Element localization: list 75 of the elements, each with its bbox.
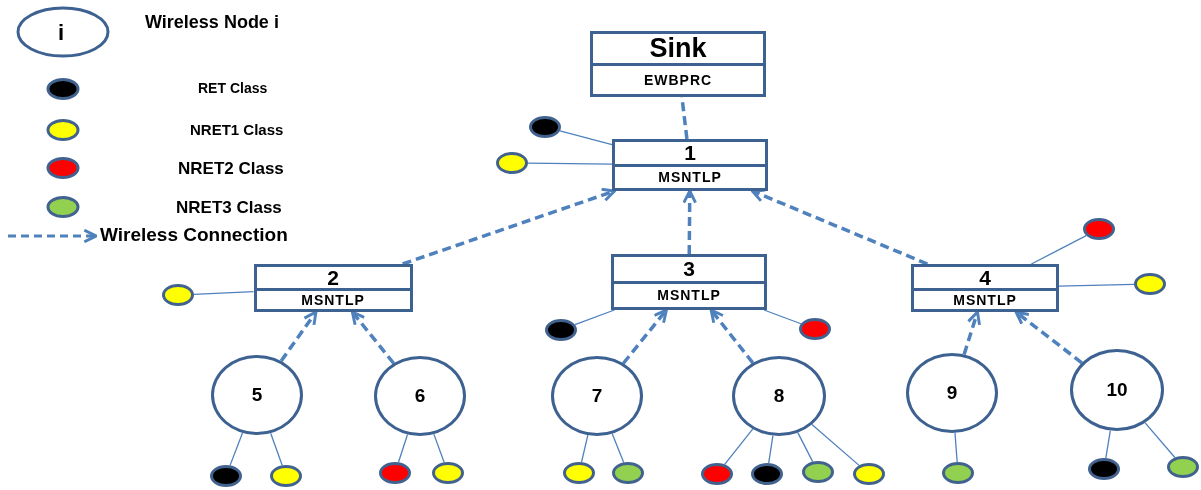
- link-line: [1144, 422, 1176, 459]
- link-line: [611, 433, 625, 464]
- wireless-node-circle: 6: [374, 356, 466, 436]
- link-line: [811, 423, 860, 467]
- node-box: [611, 254, 767, 310]
- wireless-node-circle: 5: [211, 355, 303, 435]
- legend-label: NRET2 Class: [178, 159, 284, 179]
- link-line: [724, 428, 754, 465]
- link-line: [1105, 429, 1111, 459]
- wireless-connection-arrow: [279, 310, 318, 362]
- class-dot: [529, 116, 561, 138]
- link-line: [797, 432, 814, 463]
- protocol-label: MSNTLP: [300, 291, 366, 309]
- legend-label: NRET3 Class: [176, 198, 282, 218]
- class-dot: [802, 461, 834, 483]
- wireless-node-circle: 7: [551, 356, 643, 436]
- node-box: [911, 264, 1059, 312]
- class-dot: [942, 462, 974, 484]
- class-dot: [496, 152, 528, 174]
- link-line: [270, 432, 283, 466]
- link-line: [574, 309, 615, 326]
- link-line: [1030, 234, 1087, 265]
- class-dot: [612, 462, 644, 484]
- class-dot: [270, 465, 302, 487]
- link-line: [193, 290, 255, 295]
- protocol-label: MSNTLP: [657, 168, 723, 188]
- wireless-node-circle: 10: [1070, 349, 1164, 431]
- wireless-node-circle: 9: [906, 353, 998, 433]
- wireless-connection-arrow: [962, 310, 981, 355]
- wireless-connection-arrow: [682, 189, 697, 254]
- legend-label: Wireless Node i: [145, 12, 279, 33]
- class-dot: [379, 462, 411, 484]
- class-dot: [751, 463, 783, 485]
- node-title: 4: [914, 267, 1056, 291]
- class-dot: [545, 319, 577, 341]
- link-line: [527, 162, 613, 165]
- class-dot: [701, 463, 733, 485]
- wireless-node-circle: 8: [732, 356, 826, 436]
- link-line: [580, 434, 589, 463]
- class-dot: [162, 284, 194, 306]
- wireless-connection-arrow: [350, 310, 395, 365]
- class-dot: [1167, 456, 1199, 478]
- link-line: [1058, 283, 1135, 287]
- class-dot: [432, 462, 464, 484]
- link-line: [433, 433, 445, 463]
- class-dot: [563, 462, 595, 484]
- link-line: [229, 432, 244, 466]
- node-box: [253, 264, 413, 312]
- class-dot: [1088, 458, 1120, 480]
- class-dot: [210, 465, 242, 487]
- protocol-label: EWBPRC: [642, 70, 714, 90]
- protocol-label: MSNTLP: [952, 291, 1018, 309]
- wireless-connection-arrow: [402, 187, 616, 266]
- link-line: [768, 435, 774, 464]
- class-dot: [1083, 218, 1115, 240]
- legend-label: Wireless Connection: [100, 224, 288, 246]
- link-line: [559, 130, 613, 146]
- legend-label: RET Class: [198, 80, 268, 96]
- link-line: [763, 309, 802, 325]
- node-box: [612, 139, 768, 191]
- class-dot: [799, 318, 831, 340]
- wireless-connection-arrow: [1014, 310, 1083, 365]
- node-title: 3: [614, 257, 764, 284]
- node-symbol-letter: i: [58, 20, 65, 46]
- protocol-label: MSNTLP: [656, 286, 722, 306]
- node-title: Sink: [593, 34, 763, 66]
- wireless-connection-arrow: [709, 308, 755, 364]
- link-line: [954, 432, 958, 463]
- node-title: 2: [256, 267, 410, 291]
- class-dot: [1134, 273, 1166, 295]
- wireless-connection-arrow: [622, 308, 668, 365]
- node-title: 1: [615, 142, 765, 167]
- legend-label: NRET1 Class: [190, 121, 284, 138]
- sink-box: [590, 31, 766, 97]
- class-dot: [853, 463, 885, 485]
